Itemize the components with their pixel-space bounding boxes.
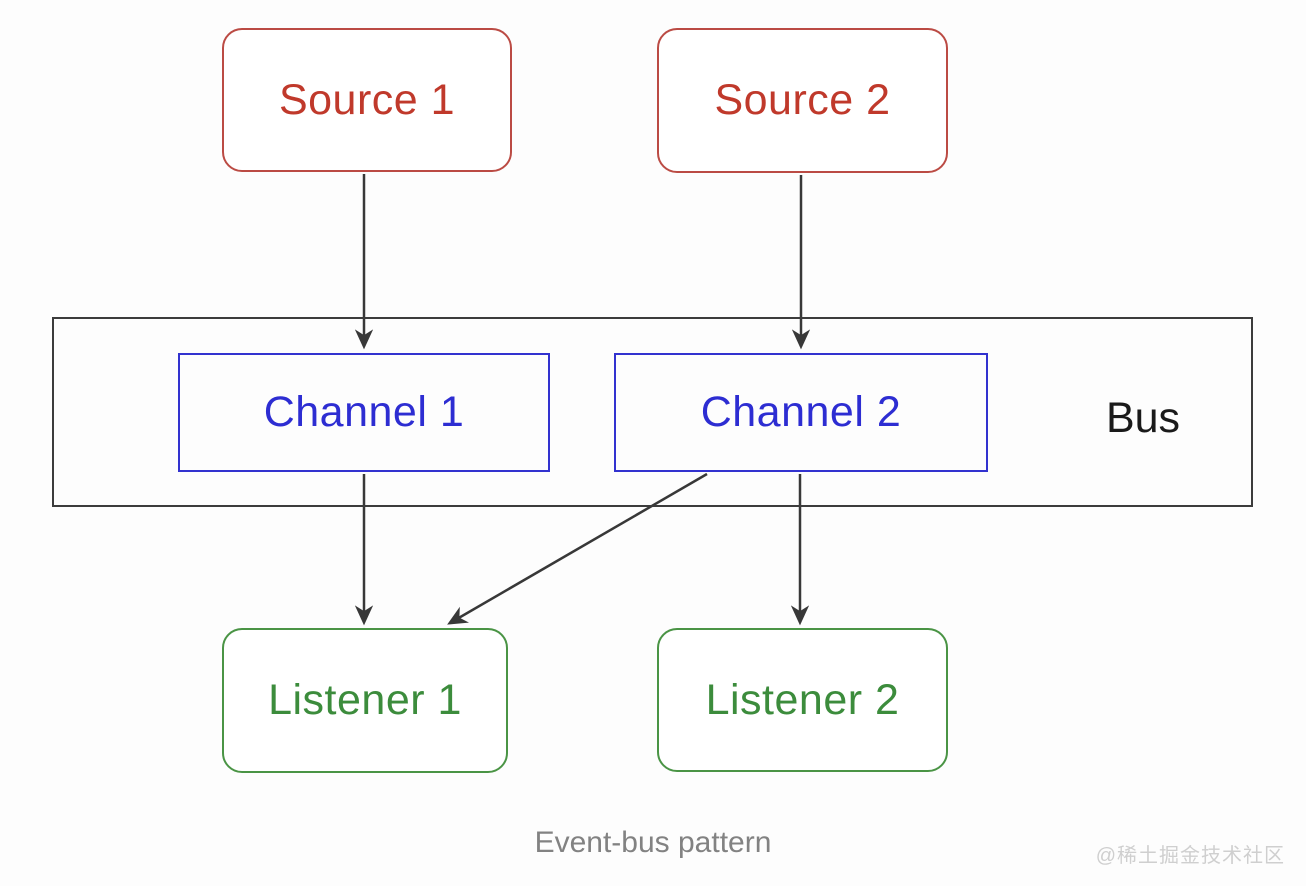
node-source-1: Source 1 [222, 28, 512, 172]
node-channel-2-label: Channel 2 [700, 388, 902, 436]
node-source-2: Source 2 [657, 28, 948, 173]
bus-label: Bus [1105, 393, 1181, 442]
node-listener-2-label: Listener 2 [705, 675, 900, 724]
node-source-2-label: Source 2 [714, 76, 891, 124]
node-channel-2: Channel 2 [614, 353, 988, 472]
node-channel-1-label: Channel 1 [263, 388, 465, 436]
node-listener-1-label: Listener 1 [268, 676, 462, 724]
node-listener-2: Listener 2 [657, 628, 948, 772]
node-source-1-label: Source 1 [278, 75, 456, 124]
node-channel-1: Channel 1 [178, 353, 550, 472]
node-bus-container [52, 317, 1253, 507]
diagram-caption: Event-bus pattern [534, 826, 772, 859]
watermark-text: @稀土掘金技术社区 [1095, 845, 1285, 867]
node-listener-1: Listener 1 [222, 628, 508, 773]
